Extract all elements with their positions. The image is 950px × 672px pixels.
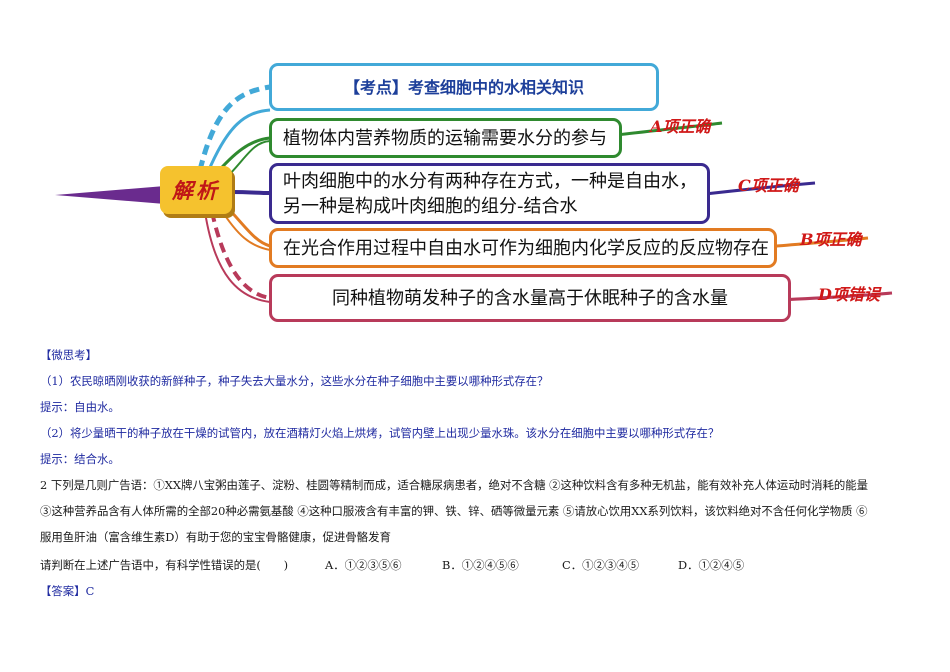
option-d: D．①②④⑤ [678, 558, 745, 572]
note-d: D项错误 [818, 285, 880, 304]
note-c: C项正确 [738, 176, 799, 195]
connector-topic [197, 84, 271, 171]
center-node: 解析 [160, 166, 232, 214]
problem-2-line-2: ③这种营养品含有人体所需的全部20种必需氨基酸 ④这种口服液含有丰富的钾、铁、锌… [40, 504, 868, 518]
branch-a-box: 植物体内营养物质的运输需要水分的参与 [269, 118, 622, 158]
think-title: 【微思考】 [40, 348, 97, 362]
answer: 【答案】C [40, 584, 95, 598]
branch-c-line-2: 另一种是构成叶肉细胞的组分-结合水 [283, 195, 578, 217]
connector-b-2 [219, 207, 271, 251]
connector-c [231, 190, 271, 195]
question-1: （1）农民晾晒刚收获的新鲜种子，种子失去大量水分，这些水分在种子细胞中主要以哪种… [40, 374, 549, 388]
branch-d-box: 同种植物萌发种子的含水量高于休眠种子的含水量 [269, 274, 791, 322]
note-line-c [704, 181, 816, 196]
question-stem: 请判断在上述广告语中，有科学性错误的是( ) [40, 558, 289, 572]
topic-text: 考查细胞中的水相关知识 [408, 77, 585, 97]
note-b: B项正确 [800, 230, 862, 249]
question-line: 请判断在上述广告语中，有科学性错误的是( ) A．①②③⑤⑥ B．①②④⑤⑥ C… [40, 557, 920, 573]
branch-c-box: 叶肉细胞中的水分有两种存在方式，一种是自由水， 另一种是构成叶肉细胞的组分-结合… [269, 163, 710, 224]
branch-c-line-1: 叶肉细胞中的水分有两种存在方式，一种是自由水， [283, 170, 697, 192]
connector-d-2 [204, 211, 271, 303]
option-b: B．①②④⑤⑥ [442, 558, 519, 572]
topic-bracket: 【考点】 [343, 77, 408, 97]
branch-a-text: 植物体内营养物质的运输需要水分的参与 [283, 127, 607, 149]
problem-2-line-3: 服用鱼肝油（富含维生素D）有助于您的宝宝骨骼健康，促进骨骼发育 [40, 530, 391, 544]
topic-box: 【考点】 考查细胞中的水相关知识 [269, 63, 659, 111]
branch-b-text: 在光合作用过程中自由水可作为细胞内化学反应的反应物存在 [283, 237, 769, 259]
question-2: （2）将少量晒干的种子放在干燥的试管内，放在酒精灯火焰上烘烤，试管内壁上出现少量… [40, 426, 720, 440]
mind-map: 解析 【考点】 考查细胞中的水相关知识 植物体内营养物质的运输需要水分的参与 叶… [55, 63, 893, 322]
hint-1: 提示：自由水。 [40, 400, 120, 414]
connector-d [210, 211, 271, 300]
connector-topic-2 [206, 108, 271, 173]
branch-b-box: 在光合作用过程中自由水可作为细胞内化学反应的反应物存在 [269, 228, 777, 268]
hint-2: 提示：结合水。 [40, 452, 120, 466]
branch-d-text: 同种植物萌发种子的含水量高于休眠种子的含水量 [332, 287, 728, 309]
note-line-d [777, 291, 893, 302]
option-a: A．①②③⑤⑥ [325, 558, 402, 572]
spike-shape [55, 186, 165, 204]
option-c: C．①②③④⑤ [562, 558, 640, 572]
connector-b [224, 204, 271, 248]
note-a: A项正确 [650, 117, 711, 136]
problem-2-line-1: 2 下列是几则广告语：①XX牌八宝粥由莲子、淀粉、桂圆等精制而成，适合糖尿病患者… [40, 478, 869, 492]
